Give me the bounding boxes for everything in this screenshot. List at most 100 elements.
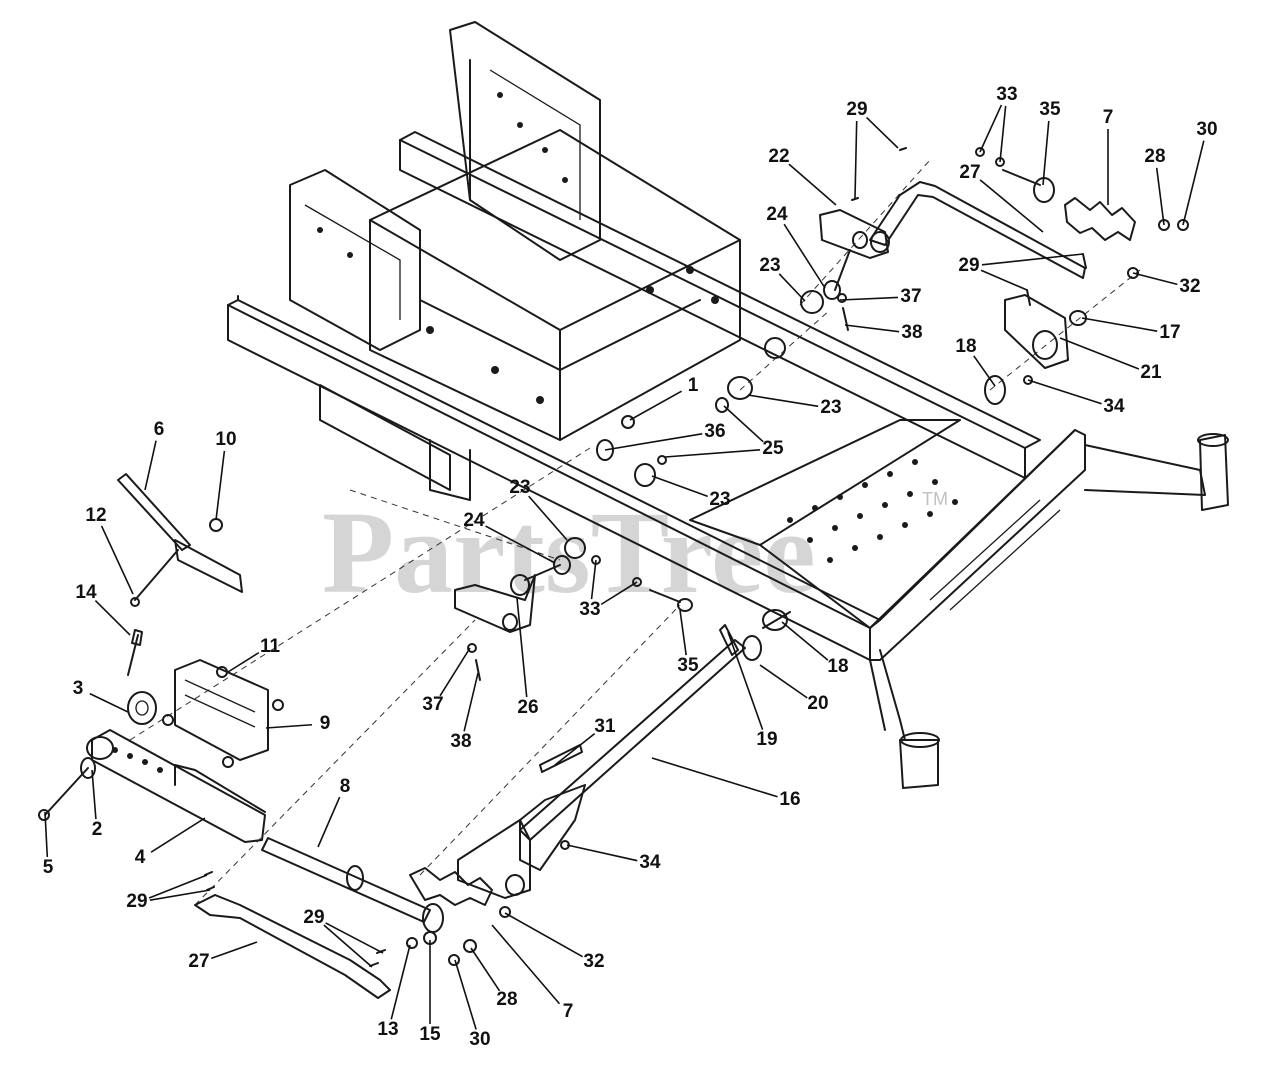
callout-leader-c24a: [783, 223, 826, 289]
callout-leader-c29b: [981, 253, 1084, 266]
callout-label-c21: 21: [1140, 362, 1162, 383]
callout-label-c19: 19: [756, 729, 777, 750]
callout-label-c23c: 23: [709, 489, 730, 510]
callout-label-c18a: 18: [955, 336, 976, 357]
callout-leader-c29a: [854, 120, 858, 199]
callout-leader-c14: [94, 600, 131, 636]
callout-leader-c25: [664, 449, 761, 458]
callout-label-c7b: 7: [563, 1001, 574, 1022]
callout-leader-c18b: [781, 621, 829, 661]
callout-label-c24a: 24: [766, 204, 788, 225]
callout-leader-c10: [215, 450, 226, 521]
callout-leader-c22: [788, 163, 837, 206]
callout-leader-c29d: [323, 924, 373, 968]
callout-label-c38a: 38: [901, 322, 922, 343]
floor-plate-holes: [787, 459, 958, 563]
callout-label-c2: 2: [92, 819, 103, 840]
callout-leader-c29b: [980, 269, 1028, 291]
callout-leader-c33a: [979, 104, 1003, 153]
right-linkage: [596, 147, 1189, 487]
callout-leader-c35a: [1042, 120, 1050, 186]
callout-leader-c24b: [485, 525, 556, 564]
callout-leader-c38a: [844, 324, 900, 333]
callout-leader-c6: [144, 440, 157, 491]
callout-label-c36: 36: [704, 421, 725, 442]
callout-label-c28a: 28: [1144, 146, 1165, 167]
callout-label-c29b: 29: [958, 255, 979, 276]
callout-leader-c29a: [865, 116, 899, 149]
callout-leader-c20: [759, 664, 808, 699]
callout-leader-c36: [604, 432, 703, 451]
callout-label-c31: 31: [594, 716, 616, 737]
callout-label-c6: 6: [154, 419, 165, 440]
callout-label-c35b: 35: [677, 655, 699, 676]
callout-leader-c30a: [1182, 140, 1205, 226]
callout-leader-c33b: [590, 559, 597, 600]
main-frame: [227, 21, 1229, 789]
callout-leader-c12: [100, 525, 134, 595]
callout-label-c11: 11: [260, 636, 281, 657]
callout-label-c10: 10: [215, 429, 236, 450]
callout-leader-c27b: [211, 941, 258, 960]
callout-label-c20: 20: [807, 693, 828, 714]
callout-label-c23b: 23: [820, 397, 841, 418]
callout-label-c35a: 35: [1039, 99, 1061, 120]
callout-label-c24b: 24: [463, 510, 485, 531]
callout-leader-c30b: [454, 959, 477, 1030]
callout-leader-c31: [554, 733, 596, 766]
callout-label-c28b: 28: [496, 989, 517, 1010]
callout-leader-c21: [1059, 337, 1140, 370]
center-bracket: [454, 537, 693, 681]
callout-label-c33a: 33: [996, 84, 1017, 105]
callout-label-c4: 4: [135, 847, 146, 868]
callout-label-c1: 1: [688, 375, 699, 396]
lower-left-linkage: [194, 837, 511, 999]
callout-label-c29c: 29: [126, 891, 147, 912]
callout-label-c3: 3: [73, 678, 84, 699]
brake-rod-assembly: [457, 609, 791, 899]
callout-label-c14: 14: [75, 582, 97, 603]
callout-label-c16: 16: [779, 789, 800, 810]
callout-leader-c27a: [979, 179, 1044, 233]
callout-leader-c9: [265, 723, 313, 729]
callout-label-c8: 8: [340, 776, 351, 797]
callout-leader-c3: [89, 692, 129, 713]
callout-label-c5: 5: [43, 857, 54, 878]
callout-leader-c34a: [1027, 379, 1102, 405]
callout-leader-c32a: [1132, 272, 1178, 286]
callout-leader-c2: [91, 769, 97, 820]
callout-labels: 1234567789101112131415161718181920212223…: [43, 84, 1218, 1050]
callout-leader-c25: [723, 405, 764, 443]
callout-leader-c29c: [148, 874, 208, 899]
callout-label-c9: 9: [320, 713, 331, 734]
callout-leader-c37a: [839, 296, 899, 301]
callout-label-c25: 25: [762, 438, 784, 459]
callout-label-c37a: 37: [900, 286, 921, 307]
callout-leader-c23d: [528, 495, 568, 541]
callout-leader-c23c: [651, 475, 709, 498]
callout-leader-c16: [651, 757, 778, 798]
callout-label-c26: 26: [517, 697, 538, 718]
callout-leader-c38b: [463, 672, 479, 732]
callout-label-c30b: 30: [469, 1029, 490, 1050]
callout-label-c37b: 37: [422, 694, 443, 715]
callout-leader-c28b: [470, 947, 501, 992]
callout-label-c34a: 34: [1103, 396, 1125, 417]
callout-leader-c33b: [600, 581, 638, 606]
callout-label-c27b: 27: [188, 951, 209, 972]
callout-leader-c29c: [149, 889, 211, 902]
callout-label-c34b: 34: [639, 852, 661, 873]
callout-label-c23a: 23: [759, 255, 780, 276]
callout-leader-c34b: [566, 844, 638, 862]
callout-leader-c11: [227, 651, 260, 673]
callout-label-c12: 12: [85, 505, 106, 526]
callout-label-c23d: 23: [509, 477, 530, 498]
callout-leader-c8: [317, 796, 341, 848]
callout-leader-c23b: [747, 394, 819, 408]
callout-leader-c32b: [504, 912, 584, 958]
watermark-trademark: TM: [922, 489, 948, 509]
callout-label-c29d: 29: [303, 907, 324, 928]
callout-leader-c35b: [679, 609, 687, 656]
